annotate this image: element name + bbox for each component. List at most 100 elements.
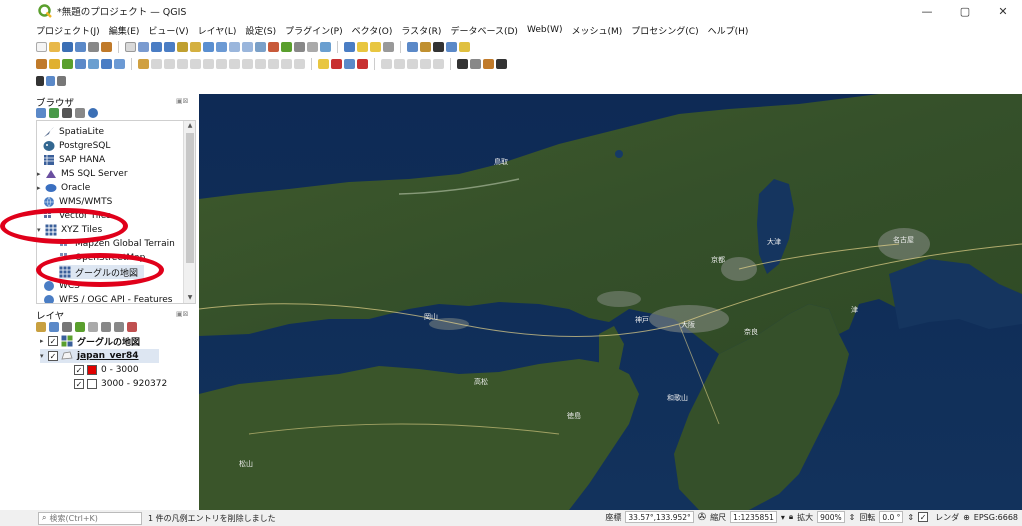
scale-dropdown-icon[interactable]: ▾ xyxy=(780,512,785,522)
refresh-icon[interactable] xyxy=(49,108,59,118)
layer-style-icon[interactable] xyxy=(36,322,46,332)
new-project-icon[interactable] xyxy=(36,42,47,52)
browser-item-sap-hana[interactable]: SAP HANA xyxy=(43,153,105,167)
manage-themes-icon[interactable] xyxy=(62,322,72,332)
rotation-field[interactable]: 0.0 ° xyxy=(879,511,904,523)
legend-class-0-3000[interactable]: ✓ 0 - 3000 xyxy=(74,365,139,375)
zoom-last-icon[interactable] xyxy=(229,42,240,52)
minimize-button[interactable]: — xyxy=(921,4,933,18)
crs-button[interactable]: EPSG:6668 xyxy=(973,512,1018,522)
browser-item-mapzen-terrain[interactable]: Mapzen Global Terrain xyxy=(59,237,175,251)
new-map-view-icon[interactable] xyxy=(255,42,266,52)
label-diagram-icon[interactable] xyxy=(420,59,431,69)
python-console-icon[interactable] xyxy=(457,59,468,69)
crs-globe-icon[interactable]: ⊕ xyxy=(963,512,970,522)
statistics-icon[interactable] xyxy=(433,42,444,52)
locator-search-input[interactable]: ⌕ 検索(Ctrl+K) xyxy=(38,511,142,525)
browser-panel-close-icon[interactable]: ▣⊠ xyxy=(176,97,189,105)
map-canvas[interactable]: 京都 大阪 神戸 名古屋 和歌山 徳島 高松 岡山 鳥取 大津 奈良 津 松山 xyxy=(199,94,1022,510)
label-move-icon[interactable] xyxy=(357,59,368,69)
layer-style-icon[interactable] xyxy=(46,76,55,86)
measure-icon[interactable] xyxy=(383,42,394,52)
collapse-arrow-icon[interactable]: ▾ xyxy=(37,226,41,234)
save-project-icon[interactable] xyxy=(62,42,73,52)
browser-item-postgresql[interactable]: PostgreSQL xyxy=(43,139,110,153)
collapse-all-icon[interactable] xyxy=(75,108,85,118)
attribute-table-icon[interactable] xyxy=(407,42,418,52)
menu-plugins[interactable]: プラグイン(P) xyxy=(285,26,343,37)
class-visibility-checkbox[interactable]: ✓ xyxy=(74,379,84,389)
expand-arrow-icon[interactable]: ▸ xyxy=(37,184,41,192)
vertex-tool-icon[interactable] xyxy=(88,59,99,69)
edit-tool-6-icon[interactable] xyxy=(216,59,227,69)
processing-icon[interactable] xyxy=(470,59,481,69)
label-extra-icon[interactable] xyxy=(433,59,444,69)
add-group-icon[interactable] xyxy=(49,322,59,332)
edit-tool-5-icon[interactable] xyxy=(203,59,214,69)
select-features-icon[interactable] xyxy=(357,42,368,52)
close-button[interactable]: ✕ xyxy=(998,4,1008,18)
refresh-icon[interactable] xyxy=(281,42,292,52)
pan-icon[interactable] xyxy=(125,42,136,52)
save-as-icon[interactable] xyxy=(75,42,86,52)
collapse-all-icon[interactable] xyxy=(114,322,124,332)
expand-arrow-icon[interactable]: ▸ xyxy=(37,170,41,178)
locator-icon[interactable] xyxy=(36,76,44,86)
menu-help[interactable]: ヘルプ(H) xyxy=(707,26,749,37)
help-icon[interactable] xyxy=(496,59,507,69)
rotation-spin-icon[interactable]: ⇕ xyxy=(907,512,915,522)
browser-item-wfs[interactable]: WFS / OGC API - Features xyxy=(43,293,173,303)
filter-browser-icon[interactable] xyxy=(62,108,72,118)
style-manager-icon[interactable] xyxy=(101,42,112,52)
layer-visibility-checkbox[interactable]: ✓ xyxy=(48,336,58,346)
add-layer-icon[interactable] xyxy=(62,59,73,69)
browser-item-oracle[interactable]: ▸ Oracle xyxy=(37,183,91,193)
scale-combobox[interactable]: 1:1235851 xyxy=(730,511,777,523)
zoom-layer-icon[interactable] xyxy=(203,42,214,52)
browser-item-wms[interactable]: WMS/WMTS xyxy=(43,195,112,209)
edit-tool-10-icon[interactable] xyxy=(268,59,279,69)
plugin-icon[interactable] xyxy=(483,59,494,69)
map-tips-icon[interactable] xyxy=(459,42,470,52)
menu-vector[interactable]: ベクタ(O) xyxy=(351,26,393,37)
text-annotation-icon[interactable] xyxy=(446,42,457,52)
collapse-arrow-icon[interactable]: ▾ xyxy=(40,352,44,360)
pan-to-selection-icon[interactable] xyxy=(138,42,149,52)
open-project-icon[interactable] xyxy=(49,42,60,52)
toggle-editing-icon[interactable] xyxy=(49,59,60,69)
filter-legend-icon[interactable] xyxy=(75,322,85,332)
label-change-icon[interactable] xyxy=(394,59,405,69)
zoom-out-icon[interactable] xyxy=(164,42,175,52)
refresh-map-icon[interactable] xyxy=(320,42,331,52)
label-show-icon[interactable] xyxy=(344,59,355,69)
info-icon[interactable] xyxy=(88,108,98,118)
label-tool-icon[interactable] xyxy=(318,59,329,69)
menu-raster[interactable]: ラスタ(R) xyxy=(401,26,442,37)
scroll-down-icon[interactable]: ▼ xyxy=(187,294,193,301)
lock-icon[interactable]: 🔒︎ xyxy=(788,512,794,521)
deselect-icon[interactable] xyxy=(370,42,381,52)
zoom-in-icon[interactable] xyxy=(151,42,162,52)
mouse-pointer-icon[interactable]: ✇ xyxy=(697,511,707,523)
browser-item-vector-tiles[interactable]: Vector Tiles xyxy=(43,209,111,223)
maximize-button[interactable]: ▢ xyxy=(959,4,971,18)
browser-item-openstreetmap[interactable]: OpenStreetMap xyxy=(59,251,145,265)
layer-google-map[interactable]: ▸ ✓ グーグルの地図 xyxy=(40,335,141,348)
menu-project[interactable]: プロジェクト(J) xyxy=(36,26,100,37)
remove-layer-icon[interactable] xyxy=(127,322,137,332)
magnify-spin-icon[interactable]: ⇕ xyxy=(848,512,856,522)
legend-class-3000-920372[interactable]: ✓ 3000 - 920372 xyxy=(74,379,168,389)
menu-layer[interactable]: レイヤ(L) xyxy=(197,26,237,37)
print-layout-icon[interactable] xyxy=(88,42,99,52)
bookmark-icon[interactable] xyxy=(294,42,305,52)
coordinate-field[interactable]: 33.57°,133.952° xyxy=(625,511,694,523)
layer-grid2-icon[interactable] xyxy=(114,59,125,69)
scroll-thumb[interactable] xyxy=(186,133,194,263)
class-visibility-checkbox[interactable]: ✓ xyxy=(74,365,84,375)
edit-tool-8-icon[interactable] xyxy=(242,59,253,69)
edit-tool-3-icon[interactable] xyxy=(177,59,188,69)
edit-tool-1-icon[interactable] xyxy=(151,59,162,69)
label-rotate-icon[interactable] xyxy=(381,59,392,69)
edit-tool-12-icon[interactable] xyxy=(294,59,305,69)
zoom-native-icon[interactable] xyxy=(216,42,227,52)
